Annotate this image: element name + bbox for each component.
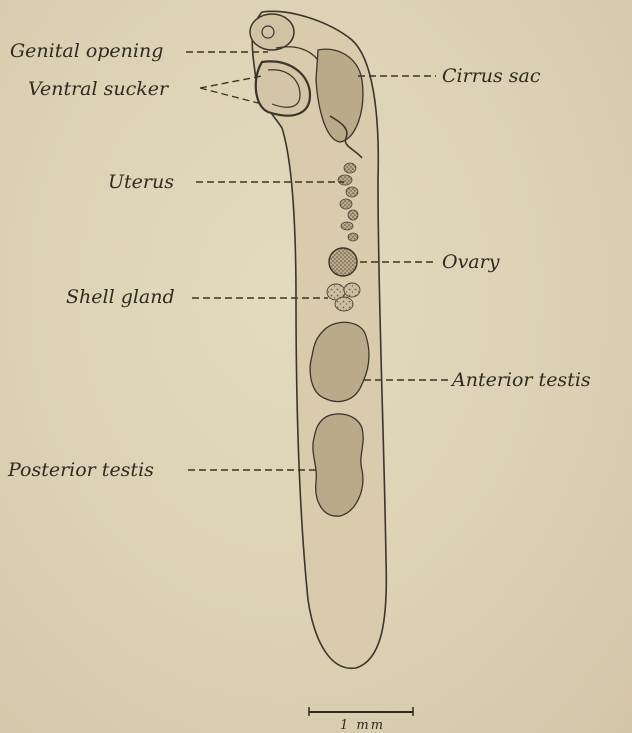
oral-sucker	[250, 14, 294, 50]
label-genital-opening: Genital opening	[10, 40, 163, 62]
posterior-testis	[313, 414, 363, 516]
label-anterior-testis: Anterior testis	[450, 369, 591, 391]
scale-bar: 1 mm	[309, 707, 413, 733]
scale-bar-label: 1 mm	[340, 718, 385, 733]
ventral-sucker-leader-a	[200, 76, 262, 88]
label-shell-gland: Shell gland	[66, 286, 175, 308]
label-posterior-testis: Posterior testis	[7, 459, 154, 481]
label-ventral-sucker: Ventral sucker	[28, 78, 170, 100]
ventral-sucker-leader-b	[200, 88, 262, 104]
label-uterus: Uterus	[108, 171, 174, 193]
label-ovary: Ovary	[442, 251, 500, 273]
label-cirrus-sac: Cirrus sac	[442, 65, 541, 87]
ovary	[329, 248, 357, 276]
